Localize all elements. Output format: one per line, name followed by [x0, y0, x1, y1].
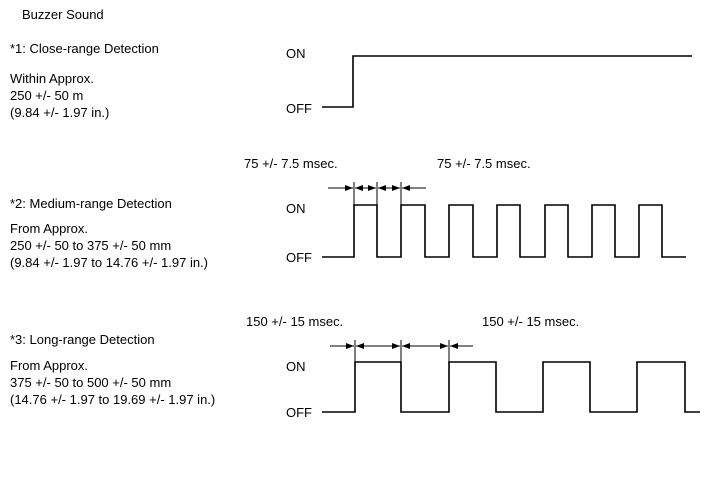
long-range-timing-on: 150 +/- 15 msec.: [246, 314, 344, 329]
close-range-desc-line: Within Approx.: [10, 71, 94, 86]
long-range-desc-line: From Approx.: [10, 358, 89, 373]
medium-range-off-label: OFF: [286, 250, 312, 265]
long-range-timing-dimension: [330, 340, 473, 362]
close-range-off-label: OFF: [286, 101, 312, 116]
long-range-desc-line: 375 +/- 50 to 500 +/- 50 mm: [10, 375, 172, 390]
medium-range-desc-line: From Approx.: [10, 221, 89, 236]
close-range-desc-line: (9.84 +/- 1.97 in.): [10, 105, 110, 120]
medium-range-label: *2: Medium-range Detection: [10, 196, 172, 211]
long-range-label: *3: Long-range Detection: [10, 332, 155, 347]
close-range-label: *1: Close-range Detection: [10, 41, 159, 56]
medium-range-timing-off: 75 +/- 7.5 msec.: [437, 156, 531, 171]
long-range-description: From Approx. 375 +/- 50 to 500 +/- 50 mm…: [10, 357, 215, 408]
medium-range-desc-line: (9.84 +/- 1.97 to 14.76 +/- 1.97 in.): [10, 255, 209, 270]
medium-range-on-label: ON: [286, 201, 306, 216]
medium-range-waveform: [322, 204, 686, 258]
long-range-timing-off: 150 +/- 15 msec.: [482, 314, 580, 329]
close-range-on-label: ON: [286, 46, 306, 61]
medium-range-timing-dimension: [328, 182, 426, 205]
medium-range-description: From Approx. 250 +/- 50 to 375 +/- 50 mm…: [10, 220, 208, 271]
long-range-on-label: ON: [286, 359, 306, 374]
long-range-desc-line: (14.76 +/- 1.97 to 19.69 +/- 1.97 in.): [10, 392, 216, 407]
long-range-waveform: [322, 361, 700, 413]
medium-range-timing-on: 75 +/- 7.5 msec.: [244, 156, 338, 171]
medium-range-desc-line: 250 +/- 50 to 375 +/- 50 mm: [10, 238, 172, 253]
long-range-off-label: OFF: [286, 405, 312, 420]
diagram-title: Buzzer Sound: [22, 7, 104, 22]
close-range-waveform: [322, 55, 692, 108]
close-range-desc-line: 250 +/- 50 m: [10, 88, 84, 103]
close-range-description: Within Approx. 250 +/- 50 m (9.84 +/- 1.…: [10, 70, 109, 121]
